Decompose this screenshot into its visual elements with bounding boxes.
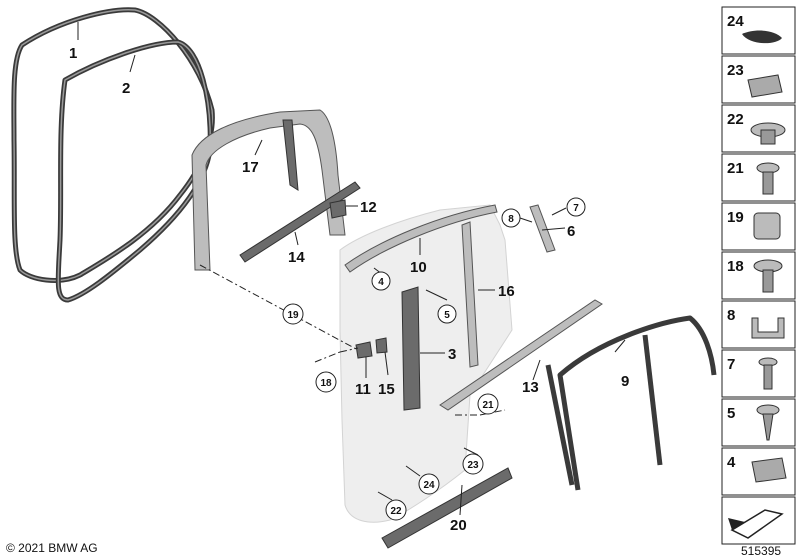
callout-14: 14: [288, 249, 305, 266]
clip-11: [355, 341, 373, 359]
svg-text:22: 22: [727, 111, 744, 128]
callout-13: 13: [522, 379, 539, 396]
svg-text:7: 7: [727, 356, 735, 373]
callout-4: 4: [371, 271, 391, 291]
callout-6: 6: [567, 223, 575, 240]
svg-text:5: 5: [727, 405, 735, 422]
callout-3: 3: [448, 346, 456, 363]
svg-text:18: 18: [727, 258, 744, 275]
callout-1: 1: [69, 45, 77, 62]
callout-10: 10: [410, 259, 427, 276]
svg-text:4: 4: [378, 277, 384, 288]
callout-22: 22: [385, 499, 407, 521]
svg-text:24: 24: [727, 13, 744, 30]
callout-17: 17: [242, 159, 259, 176]
callout-labels: 1 2 17 12 14 10 16 6 3 13 9 11 15 20: [69, 45, 629, 534]
svg-text:5: 5: [444, 310, 450, 321]
callout-20: 20: [450, 517, 467, 534]
trim-6: [529, 204, 556, 253]
callout-8: 8: [501, 208, 521, 228]
door-seal-1: [11, 7, 215, 283]
clip-12: [329, 199, 347, 219]
pad-icon: [742, 30, 782, 44]
legend-cell-21: 21: [721, 153, 796, 202]
callout-24: 24: [418, 473, 440, 495]
svg-text:24: 24: [423, 480, 435, 491]
legend-column: 24 23 22 21 19 18: [721, 6, 796, 545]
legend-cell-arrow: [721, 496, 796, 545]
callout-12: 12: [360, 199, 377, 216]
callout-23: 23: [462, 453, 484, 475]
svg-text:7: 7: [573, 203, 579, 214]
clip-icon: [751, 457, 787, 483]
spring-nut-icon: [753, 212, 781, 240]
diagram-number: 515395: [741, 544, 782, 558]
svg-text:19: 19: [727, 209, 744, 226]
callout-15: 15: [378, 381, 395, 398]
svg-text:8: 8: [508, 214, 514, 225]
belt-molding-14: [239, 181, 361, 263]
sill-molding-20: [381, 467, 513, 549]
callout-16: 16: [498, 283, 515, 300]
svg-text:21: 21: [727, 160, 744, 177]
svg-text:4: 4: [727, 454, 736, 471]
callout-2: 2: [122, 80, 130, 97]
svg-text:19: 19: [287, 310, 299, 321]
legend-cell-23: 23: [721, 55, 796, 104]
legend-cell-5: 5: [721, 398, 796, 447]
callout-7: 7: [566, 197, 586, 217]
callout-18: 18: [315, 371, 337, 393]
svg-text:8: 8: [727, 307, 735, 324]
legend-cell-22: 22: [721, 104, 796, 153]
callout-5: 5: [437, 304, 457, 324]
legend-cell-4: 4: [721, 447, 796, 496]
channel-16: [461, 221, 479, 368]
door-seal-2: [55, 39, 213, 303]
callout-19: 19: [282, 303, 304, 325]
callout-21: 21: [477, 393, 499, 415]
waist-seal-13: [439, 299, 603, 411]
svg-text:18: 18: [320, 378, 332, 389]
window-channel-9: [545, 315, 717, 491]
legend-cell-19: 19: [721, 202, 796, 251]
circled-callouts: 4 5 8 7 19 18 21 23: [282, 197, 586, 521]
callout-11: 11: [355, 381, 371, 398]
bracket-icon: [751, 317, 785, 339]
legend-cell-18: 18: [721, 251, 796, 300]
svg-text:23: 23: [727, 62, 744, 79]
svg-text:23: 23: [467, 460, 479, 471]
svg-text:22: 22: [390, 506, 402, 517]
pillar-trim-3: [401, 286, 421, 411]
legend-cell-8: 8: [721, 300, 796, 349]
svg-text:21: 21: [482, 400, 494, 411]
copyright-text: © 2021 BMW AG: [6, 541, 98, 555]
legend-cell-7: 7: [721, 349, 796, 398]
legend-cell-24: 24: [721, 6, 796, 55]
frame-molding-10: [344, 204, 498, 273]
clip-nut-icon: [747, 74, 783, 98]
arrow-icon: [730, 509, 784, 539]
callout-9: 9: [621, 373, 629, 390]
clip-15: [375, 337, 388, 354]
